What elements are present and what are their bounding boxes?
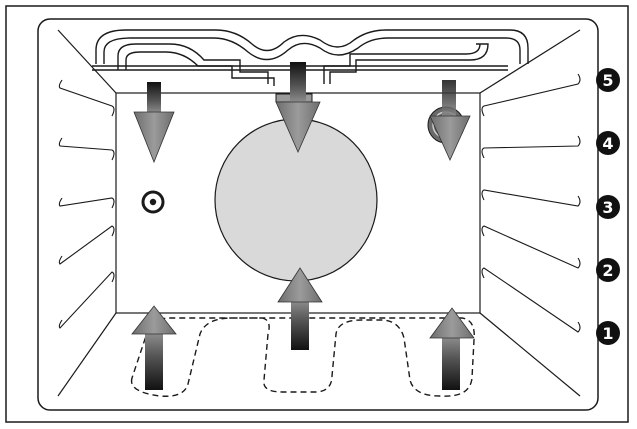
rack-level-1: 1 [596, 321, 620, 345]
rack-rails-left [58, 79, 115, 329]
arrow-down-center [275, 62, 321, 153]
rack-level-2-label: 2 [602, 261, 613, 280]
rack-level-5: 5 [596, 68, 620, 92]
arrow-down-right [429, 80, 471, 161]
rack-level-2: 2 [596, 258, 620, 282]
arrow-up-center [277, 267, 323, 350]
arrow-up-right [429, 307, 475, 390]
outer-frame [5, 5, 629, 423]
arrow-down-left [133, 82, 175, 164]
rack-level-1-label: 1 [602, 324, 613, 343]
oven-housing [37, 18, 599, 411]
rack-level-5-label: 5 [602, 71, 613, 90]
lamp-icon [141, 190, 165, 214]
perspective-lines [57, 29, 581, 397]
rack-level-4-label: 4 [602, 134, 613, 153]
arrow-up-left [131, 305, 177, 390]
rack-level-3: 3 [596, 195, 620, 219]
bottom-heater-icon [130, 317, 475, 397]
rack-level-4: 4 [596, 131, 620, 155]
rack-level-3-label: 3 [602, 198, 613, 217]
rack-rails-right [481, 73, 581, 333]
